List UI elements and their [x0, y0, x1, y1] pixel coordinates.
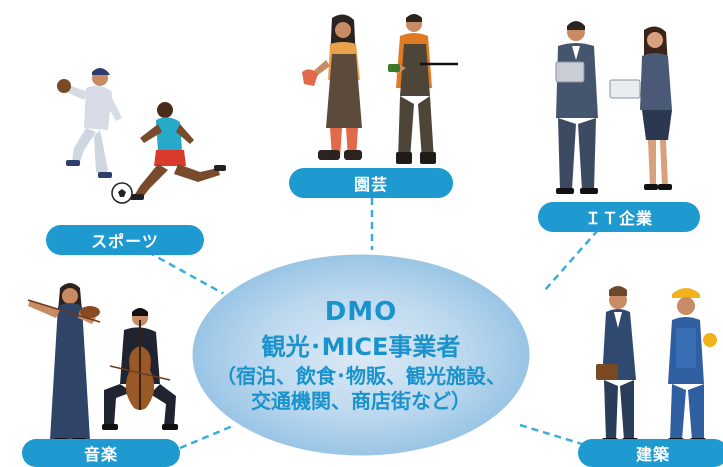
gardener-man-icon — [388, 14, 458, 164]
businessman-briefcase-icon — [596, 286, 638, 444]
category-construction: 建築 — [578, 439, 723, 467]
connector-music — [179, 423, 236, 450]
dmo-examples-line2: 交通機関、商店街など） — [251, 389, 471, 414]
dmo-ellipse — [189, 251, 533, 459]
dmo-center-text: DMO 観光･MICE事業者 （宿泊、飲食･物販、観光施設、 交通機関、商店街な… — [190, 255, 532, 455]
soccer-player-icon — [130, 102, 226, 200]
soccer-ball-icon — [111, 182, 133, 204]
businessman-laptop-icon — [555, 21, 598, 194]
gardener-woman-icon — [302, 14, 362, 160]
dmo-title: DMO — [324, 296, 398, 327]
violinist-icon — [27, 283, 101, 444]
baseball-pitcher-icon — [57, 68, 122, 178]
connector-it — [544, 229, 599, 291]
businesswoman-phone-icon — [609, 26, 672, 190]
category-music: 音楽 — [22, 439, 180, 467]
category-it: ＩＴ企業 — [538, 202, 700, 232]
construction-worker-icon — [668, 288, 717, 444]
cellist-icon — [102, 308, 178, 430]
dmo-subtitle: 観光･MICE事業者 — [261, 333, 461, 362]
connector-sports — [147, 250, 236, 302]
dmo-examples-line1: （宿泊、飲食･物販、観光施設、 — [216, 364, 506, 389]
category-sports: スポーツ — [46, 225, 204, 255]
category-gardening: 園芸 — [289, 168, 453, 198]
